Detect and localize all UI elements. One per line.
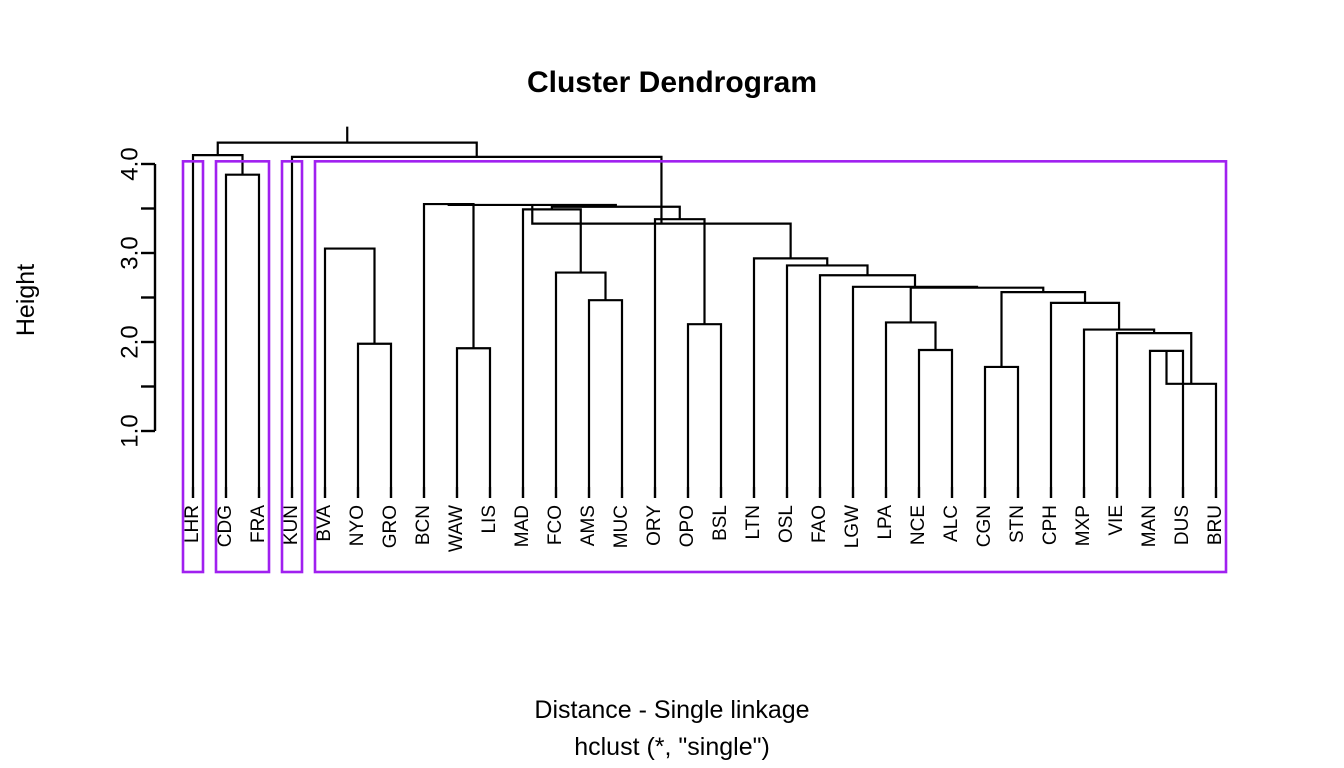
leaf-label: MXP (1073, 505, 1094, 546)
leaf-label: NYO (347, 505, 368, 546)
leaf-label: FCO (545, 505, 566, 545)
leaf-label: FRA (248, 505, 269, 543)
y-axis-tick-label: 4.0 (116, 147, 143, 180)
leaf-label: FAO (809, 505, 830, 543)
leaf-label: AMS (578, 505, 599, 546)
y-axis-tick-label: 3.0 (116, 236, 143, 269)
page-title: Cluster Dendrogram (527, 66, 817, 99)
x-axis-caption-line1: Distance - Single linkage (534, 696, 809, 724)
leaf-label: LIS (479, 505, 500, 534)
leaf-label: BRU (1205, 505, 1226, 545)
dendrogram-link (323, 247, 376, 487)
leaf-labels: LHR CDG FRA KUN BVA NYO GRO BCN WAW LIS MAD FCO AMS M… (182, 505, 1226, 552)
leaf-label: ORY (644, 505, 665, 546)
leaf-label: MUC (611, 505, 632, 548)
leaf-label: LHR (182, 505, 203, 543)
leaf-label: NCE (908, 505, 929, 545)
leaf-label: BVA (314, 505, 335, 542)
x-axis-caption-line2: hclust (*, "single") (574, 733, 770, 761)
cluster-box (280, 160, 304, 574)
cluster-box (181, 160, 205, 574)
leaf-label: MAD (512, 505, 533, 547)
leaf-label: BSL (710, 505, 731, 541)
leaf-label: GRO (380, 505, 401, 548)
leaf-label: MAN (1139, 505, 1160, 547)
leaf-label: OSL (776, 505, 797, 543)
cluster-box (313, 160, 1228, 574)
y-axis-tick-label: 1.0 (116, 414, 143, 447)
leaf-label: ALC (941, 505, 962, 542)
leaf-label: WAW (446, 505, 467, 552)
cluster-box (214, 160, 271, 574)
y-axis-title: Height (12, 264, 40, 336)
leaf-label: STN (1007, 505, 1028, 543)
leaf-label: OPO (677, 505, 698, 547)
leaf-tick-marks (191, 487, 1218, 498)
leaf-label: DUS (1172, 505, 1193, 545)
leaf-label: CPH (1040, 505, 1061, 545)
leaf-label: CGN (974, 505, 995, 547)
leaf-label: LPA (875, 505, 896, 540)
dendrogram-links (191, 126, 1218, 487)
leaf-label: BCN (413, 505, 434, 545)
leaf-label: KUN (281, 505, 302, 545)
leaf-label: LTN (743, 505, 764, 539)
y-axis: 1.0 2.0 3.0 4.0 (116, 147, 157, 448)
leaf-label: LGW (842, 505, 863, 548)
y-axis-tick-label: 2.0 (116, 325, 143, 358)
cluster-boxes (181, 160, 1228, 574)
leaf-label: CDG (215, 505, 236, 547)
leaf-label: VIE (1106, 505, 1127, 536)
